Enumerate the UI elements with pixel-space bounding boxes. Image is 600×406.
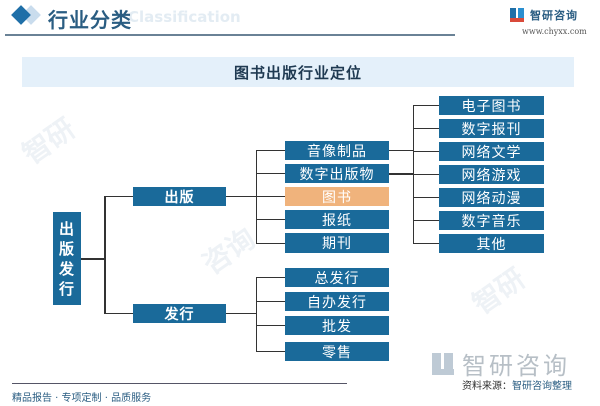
brand-logo: 智研咨询 — [510, 7, 578, 23]
node-online-animation: 网络动漫 — [439, 188, 544, 207]
node-other: 其他 — [439, 234, 544, 253]
connector-line — [256, 301, 285, 302]
node-retail: 零售 — [285, 342, 389, 361]
section-title-en: Classification — [128, 8, 241, 26]
footer-logo-icon — [432, 352, 454, 375]
footer-brand-logo: 智研咨询 — [432, 346, 570, 381]
watermark: 智研 — [466, 261, 532, 321]
connector-line — [104, 313, 133, 314]
root-node: 出 版 发 行 — [53, 212, 81, 305]
node-general-distribution: 总发行 — [285, 268, 389, 287]
connector-line — [413, 197, 439, 198]
diagram-title-bar: 图书出版行业定位 — [22, 57, 574, 87]
connector-line — [413, 105, 439, 106]
connector-line — [413, 220, 439, 221]
connector-line — [256, 219, 285, 220]
node-books-highlighted: 图书 — [285, 187, 389, 206]
node-publishing: 出版 — [133, 187, 226, 206]
watermark: 咨询 — [196, 221, 262, 281]
node-digital-press: 数字报刊 — [439, 119, 544, 138]
connector-line — [256, 243, 285, 244]
connector-line — [413, 128, 439, 129]
connector-line — [104, 196, 106, 314]
source-label: 资料来源： — [462, 381, 512, 392]
node-digital-publications: 数字出版物 — [285, 164, 389, 183]
node-periodicals: 期刊 — [285, 233, 389, 253]
footer-slogan: 精品报告 · 专项定制 · 品质服务 — [12, 393, 152, 404]
node-audio-video: 音像制品 — [285, 141, 389, 160]
brand-logo-icon — [510, 8, 524, 22]
root-char: 版 — [58, 239, 75, 258]
header-divider — [5, 34, 455, 36]
node-distribution: 发行 — [133, 304, 226, 323]
connector-line — [389, 173, 413, 175]
connector-line — [226, 313, 256, 314]
connector-line — [226, 196, 256, 197]
root-char: 发 — [58, 259, 75, 278]
connector-line — [413, 151, 439, 152]
connector-line — [104, 196, 133, 197]
root-char: 行 — [58, 279, 75, 298]
connector-line — [256, 277, 257, 352]
connector-line — [389, 150, 413, 151]
node-newspapers: 报纸 — [285, 210, 389, 229]
footer-brand-name: 智研咨询 — [462, 352, 570, 380]
node-online-games: 网络游戏 — [439, 165, 544, 184]
source-note: 资料来源：智研咨询整理 — [462, 377, 572, 392]
connector-line — [256, 277, 285, 278]
node-wholesale: 批发 — [285, 316, 389, 335]
connector-line — [256, 150, 285, 151]
connector-line — [256, 325, 285, 326]
diagram-title: 图书出版行业定位 — [233, 63, 362, 82]
connector-line — [413, 174, 439, 175]
node-self-distribution: 自办发行 — [285, 292, 389, 311]
node-digital-music: 数字音乐 — [439, 211, 544, 230]
connector-line — [256, 173, 285, 174]
node-online-literature: 网络文学 — [439, 142, 544, 161]
footer-divider — [12, 383, 347, 384]
node-ebooks: 电子图书 — [439, 96, 544, 115]
connector-line — [81, 258, 105, 260]
connector-line — [256, 351, 285, 352]
root-char: 出 — [58, 219, 75, 238]
connector-line — [256, 196, 285, 197]
source-value: 智研咨询整理 — [512, 381, 572, 392]
connector-line — [413, 243, 439, 244]
section-title: 行业分类 — [48, 8, 132, 32]
watermark: 智研 — [16, 111, 82, 171]
brand-url: www.chyxx.com — [522, 27, 587, 36]
brand-name: 智研咨询 — [530, 9, 578, 22]
